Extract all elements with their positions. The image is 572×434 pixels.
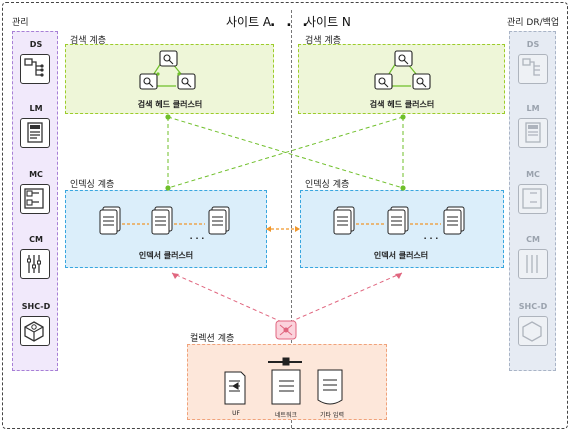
forwarder-hub-icon [275,320,297,340]
search-head-cluster-caption-n: 검색 헤드 클러스터 [369,100,435,109]
license-master-icon [20,118,50,148]
dr-label-mc: MC [526,170,540,179]
site-a-label: 사이트 A [226,15,272,29]
monitoring-console-icon [20,184,50,214]
indexing-tier-label-a: 인덱싱 계층 [70,180,115,190]
mgmt-label-lm: LM [29,104,43,113]
indexer-cluster-caption-a: 인덱서 클러스터 [138,251,194,260]
search-head-cluster-caption-a: 검색 헤드 클러스터 [137,100,203,109]
mgmt-label-cm: CM [29,235,43,244]
site-n-label: 사이트 N [305,15,351,29]
indexer-ellipsis-a: . . . [189,232,205,241]
deployment-server-icon [20,54,50,84]
search-links [167,116,404,189]
mgmt-label-ds: DS [29,40,43,49]
replication-arrows [266,226,300,232]
indexer-ellipsis-n: . . . [423,232,439,241]
source-label-uf: UF [232,410,240,417]
indexer-icon-group-n [333,206,465,235]
dr-cluster-master-icon [518,249,548,279]
indexer-icon-group-a [99,206,230,235]
dr-shc-deployer-icon [518,316,548,346]
site-divider [291,10,292,428]
search-head-icon-group-a [139,50,196,90]
dr-deployment-server-icon [518,54,548,84]
search-head-icon-group-n [374,50,431,90]
uf-icon [224,371,246,405]
dr-label-ds: DS [526,40,540,49]
dr-label-cm: CM [526,235,540,244]
source-label-other: 기타 입력 [320,412,344,419]
mgmt-label-shc-d: SHC-D [21,302,51,311]
site-ellipsis: . . . [270,14,311,30]
other-input-icon [317,369,343,405]
management-dr-panel: DS LM MC CM SHC-D [509,31,556,371]
dr-monitoring-console-icon [518,184,548,214]
collection-tier-label: 컬렉션 계층 [190,334,235,344]
indexing-tier-label-n: 인덱싱 계층 [305,180,350,190]
search-tier-label-a: 검색 계층 [70,36,106,46]
forwarding-links [171,272,403,323]
link-endpoints [165,114,406,191]
dr-label-shc-d: SHC-D [518,302,548,311]
mgmt-label-mc: MC [29,170,43,179]
deployment-frame [2,2,568,429]
management-dr-title: 관리 DR/백업 [507,18,560,28]
management-title: 관리 [12,18,29,28]
dr-label-lm: LM [526,104,540,113]
indexer-cluster-caption-n: 인덱서 클러스터 [373,251,429,260]
search-tier-label-n: 검색 계층 [305,36,341,46]
network-icon [268,357,302,405]
cluster-master-icon [20,249,50,279]
management-panel: DS LM MC CM SHC-D [12,31,58,371]
dr-license-master-icon [518,118,548,148]
shc-deployer-icon [20,316,50,346]
source-label-network: 네트워크 [274,412,298,419]
